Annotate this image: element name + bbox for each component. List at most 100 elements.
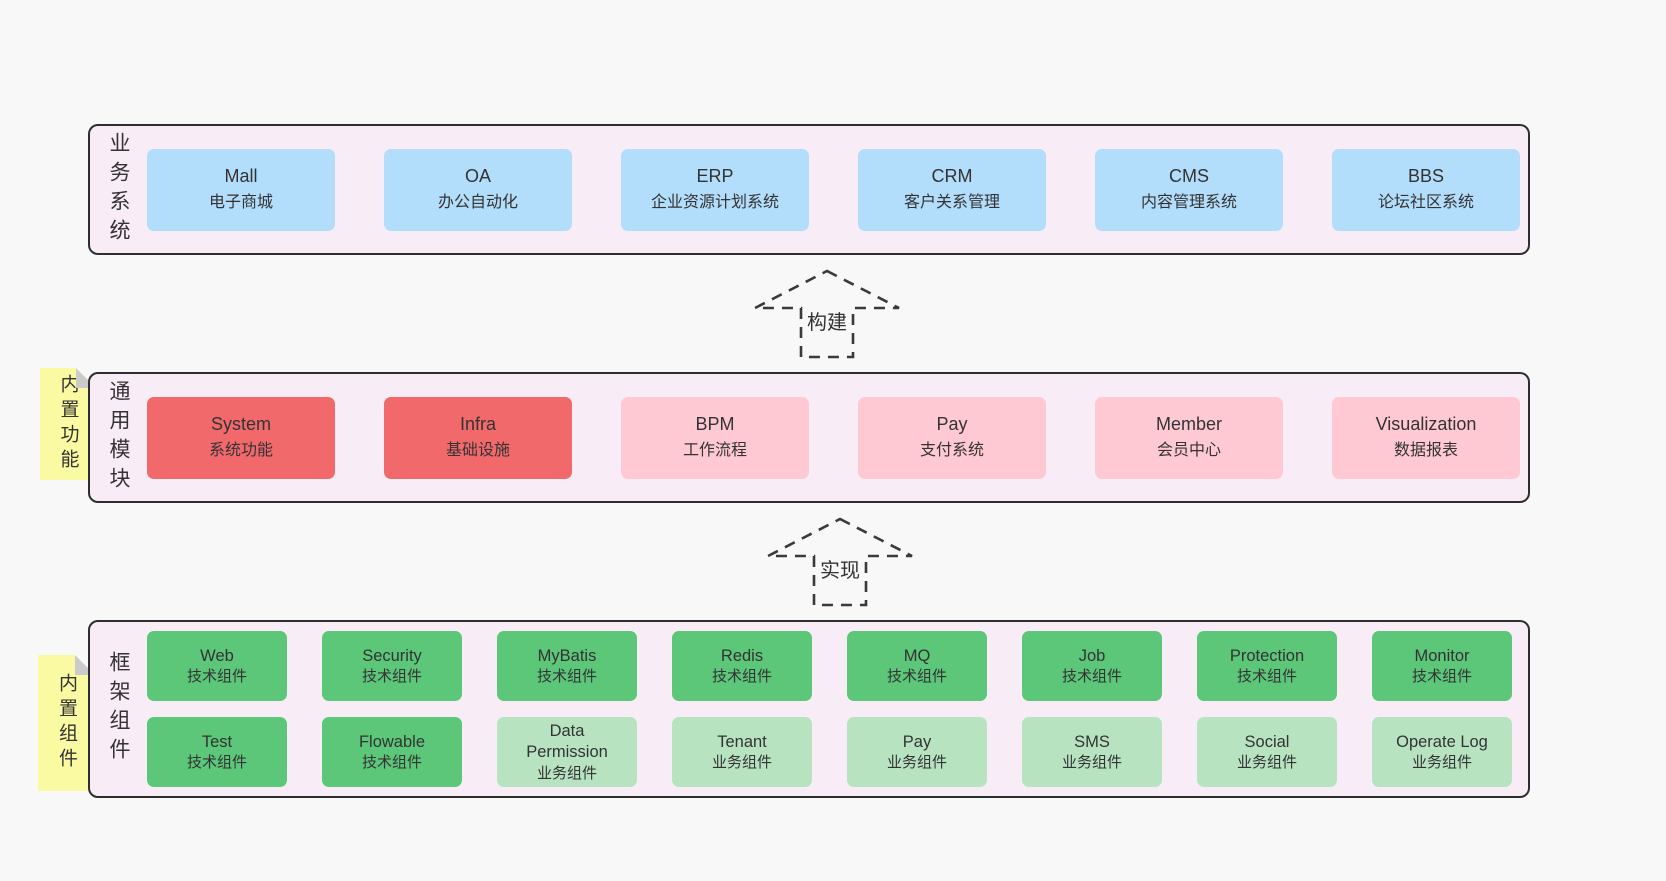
box-social: Social 业务组件 bbox=[1197, 717, 1337, 787]
box-title: Web bbox=[200, 646, 234, 665]
box-test: Test 技术组件 bbox=[147, 717, 287, 787]
business-box-row: Mall 电子商城 OA 办公自动化 ERP 企业资源计划系统 CRM 客户关系… bbox=[147, 148, 1528, 231]
box-mybatis: MyBatis 技术组件 bbox=[497, 631, 637, 701]
box-erp: ERP 企业资源计划系统 bbox=[621, 148, 809, 231]
box-visualization: Visualization 数据报表 bbox=[1332, 396, 1520, 479]
sticky-label: 内置功能 bbox=[57, 374, 79, 474]
components-rows: Web 技术组件 Security 技术组件 MyBatis 技术组件 Redi… bbox=[147, 631, 1528, 787]
panel-label-column: 通用模块 bbox=[90, 374, 147, 501]
box-subtitle: 技术组件 bbox=[186, 753, 247, 771]
box-subtitle: 数据报表 bbox=[1393, 442, 1458, 460]
box-title: Social bbox=[1244, 732, 1290, 751]
sticky-note-builtin-components: 内置组件 bbox=[38, 655, 95, 791]
box-security: Security 技术组件 bbox=[322, 631, 462, 701]
box-flowable: Flowable 技术组件 bbox=[322, 717, 462, 787]
box-subtitle: 系统功能 bbox=[208, 442, 273, 460]
arrow-build-label: 构建 bbox=[804, 306, 850, 335]
box-subtitle: 论坛社区系统 bbox=[1377, 194, 1474, 212]
box-subtitle: 业务组件 bbox=[1411, 753, 1472, 771]
box-subtitle: 技术组件 bbox=[1236, 667, 1297, 685]
box-subtitle: 技术组件 bbox=[886, 667, 947, 685]
box-title: Infra bbox=[459, 414, 497, 435]
box-subtitle: 办公自动化 bbox=[437, 194, 518, 212]
box-bpm: BPM 工作流程 bbox=[621, 396, 809, 479]
box-title: Mall bbox=[224, 166, 258, 187]
box-subtitle: 技术组件 bbox=[536, 667, 597, 685]
panel-business-systems: 业务系统 Mall 电子商城 OA 办公自动化 ERP 企业资源计划系统 CRM… bbox=[88, 124, 1530, 255]
box-oa: OA 办公自动化 bbox=[384, 148, 572, 231]
box-title: Monitor bbox=[1414, 646, 1470, 665]
box-title: Operate Log bbox=[1396, 732, 1488, 751]
panel-business-label: 业务系统 bbox=[107, 131, 130, 248]
sticky-note-builtin-features: 内置功能 bbox=[40, 368, 96, 480]
box-subtitle: 业务组件 bbox=[711, 753, 772, 771]
box-title: Data Permission bbox=[526, 721, 608, 762]
panel-framework-components: 框架组件 Web 技术组件 Security 技术组件 MyBatis 技术组件… bbox=[88, 620, 1530, 798]
box-subtitle: 支付系统 bbox=[919, 442, 984, 460]
box-subtitle: 技术组件 bbox=[711, 667, 772, 685]
box-operate-log: Operate Log 业务组件 bbox=[1372, 717, 1512, 787]
box-title: Tenant bbox=[717, 732, 767, 751]
arrow-implement-label: 实现 bbox=[817, 554, 863, 583]
box-title: Flowable bbox=[358, 732, 426, 751]
box-redis: Redis 技术组件 bbox=[672, 631, 812, 701]
box-title: Security bbox=[362, 646, 422, 665]
box-mq: MQ 技术组件 bbox=[847, 631, 987, 701]
box-subtitle: 业务组件 bbox=[536, 764, 597, 782]
components-row-2: Test 技术组件 Flowable 技术组件 Data Permission … bbox=[147, 717, 1528, 787]
panel-label-column: 框架组件 bbox=[90, 622, 147, 796]
box-subtitle: 技术组件 bbox=[1061, 667, 1122, 685]
box-title: BPM bbox=[695, 414, 735, 435]
box-title: Pay bbox=[902, 732, 932, 751]
box-title: BBS bbox=[1407, 166, 1445, 187]
box-title: Member bbox=[1155, 414, 1222, 435]
box-pay-system: Pay 支付系统 bbox=[858, 396, 1046, 479]
box-title: Redis bbox=[720, 646, 764, 665]
arrow-implement: 实现 bbox=[765, 516, 915, 608]
box-data-permission: Data Permission 业务组件 bbox=[497, 717, 637, 787]
box-sms: SMS 业务组件 bbox=[1022, 717, 1162, 787]
box-subtitle: 客户关系管理 bbox=[903, 194, 1000, 212]
box-title: OA bbox=[464, 166, 491, 187]
box-subtitle: 会员中心 bbox=[1156, 442, 1221, 460]
box-subtitle: 业务组件 bbox=[1061, 753, 1122, 771]
box-subtitle: 技术组件 bbox=[1411, 667, 1472, 685]
box-title: ERP bbox=[696, 166, 734, 187]
box-title: Visualization bbox=[1375, 414, 1477, 435]
box-protection: Protection 技术组件 bbox=[1197, 631, 1337, 701]
arrow-build: 构建 bbox=[752, 268, 902, 360]
box-system: System 系统功能 bbox=[147, 396, 335, 479]
panel-modules-label: 通用模块 bbox=[107, 379, 130, 496]
box-title: SMS bbox=[1074, 732, 1110, 751]
box-title: MQ bbox=[903, 646, 931, 665]
box-subtitle: 技术组件 bbox=[186, 667, 247, 685]
box-tenant: Tenant 业务组件 bbox=[672, 717, 812, 787]
box-infra: Infra 基础设施 bbox=[384, 396, 572, 479]
box-title: MyBatis bbox=[537, 646, 597, 665]
box-title: Job bbox=[1078, 646, 1106, 665]
box-bbs: BBS 论坛社区系统 bbox=[1332, 148, 1520, 231]
box-subtitle: 业务组件 bbox=[886, 753, 947, 771]
modules-box-row: System 系统功能 Infra 基础设施 BPM 工作流程 Pay 支付系统… bbox=[147, 396, 1528, 479]
box-subtitle: 基础设施 bbox=[445, 442, 510, 460]
box-monitor: Monitor 技术组件 bbox=[1372, 631, 1512, 701]
components-row-1: Web 技术组件 Security 技术组件 MyBatis 技术组件 Redi… bbox=[147, 631, 1528, 701]
box-subtitle: 内容管理系统 bbox=[1140, 194, 1237, 212]
box-subtitle: 企业资源计划系统 bbox=[650, 194, 779, 212]
box-title: CRM bbox=[931, 166, 973, 187]
box-pay-component: Pay 业务组件 bbox=[847, 717, 987, 787]
box-mall: Mall 电子商城 bbox=[147, 148, 335, 231]
panel-label-column: 业务系统 bbox=[90, 126, 147, 253]
box-crm: CRM 客户关系管理 bbox=[858, 148, 1046, 231]
panel-common-modules: 通用模块 System 系统功能 Infra 基础设施 BPM 工作流程 Pay… bbox=[88, 372, 1530, 503]
box-subtitle: 电子商城 bbox=[208, 194, 273, 212]
box-subtitle: 业务组件 bbox=[1236, 753, 1297, 771]
sticky-label: 内置组件 bbox=[56, 673, 77, 773]
box-web: Web 技术组件 bbox=[147, 631, 287, 701]
box-title: CMS bbox=[1169, 166, 1209, 187]
panel-components-label: 框架组件 bbox=[107, 651, 130, 767]
box-subtitle: 技术组件 bbox=[361, 753, 422, 771]
box-title: Protection bbox=[1229, 646, 1305, 665]
box-member: Member 会员中心 bbox=[1095, 396, 1283, 479]
